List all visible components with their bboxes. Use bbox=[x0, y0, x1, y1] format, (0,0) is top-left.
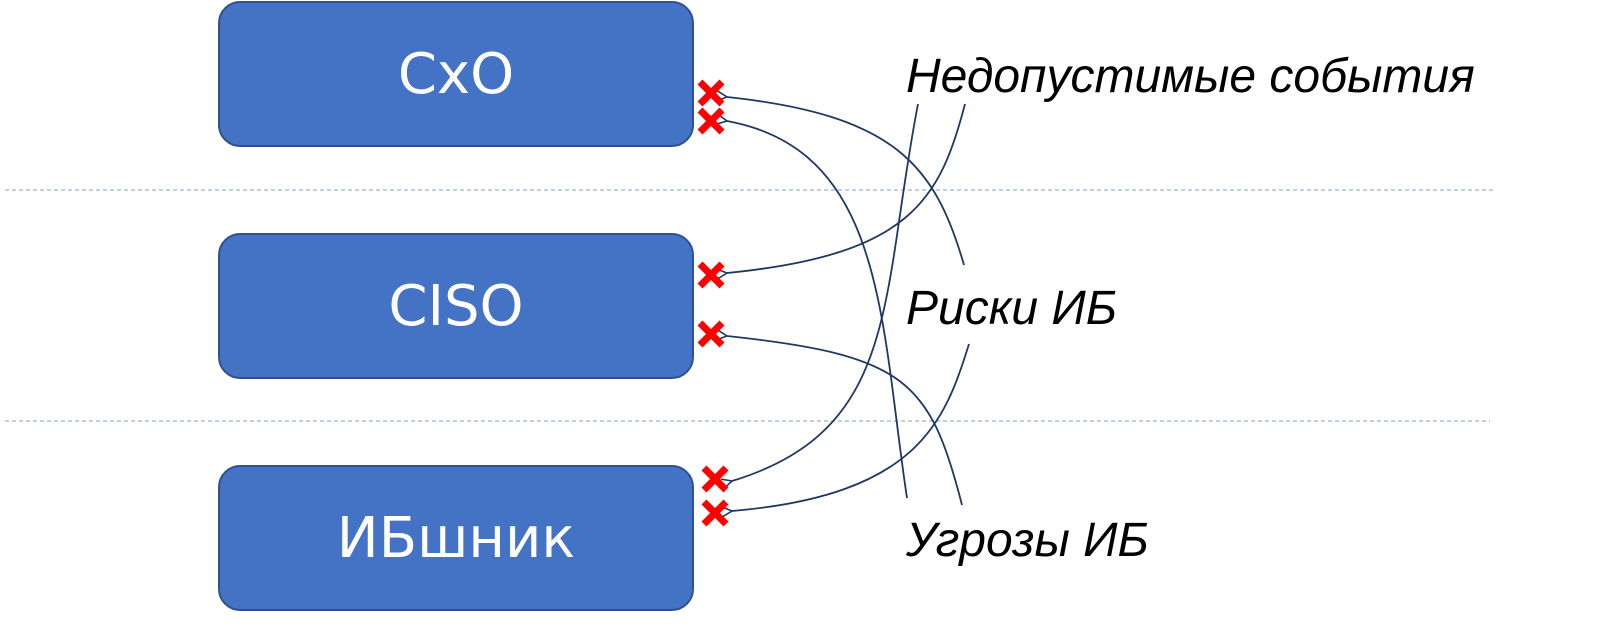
cross-icon bbox=[697, 107, 725, 135]
concept-label-unacceptable-events: Недопустимые события bbox=[906, 50, 1475, 103]
cross-icon bbox=[701, 499, 729, 527]
role-box-cxo: CxO bbox=[218, 1, 694, 147]
role-label-ciso: CISO bbox=[388, 273, 524, 339]
arrow-events-to-ciso bbox=[727, 103, 966, 273]
role-box-ib-specialist: ИБшник bbox=[218, 465, 694, 611]
arrow-risks-to-cxo bbox=[727, 97, 965, 266]
concept-label-risks: Риски ИБ bbox=[906, 282, 1117, 335]
cross-icon bbox=[701, 465, 729, 493]
arrow-threats-to-cxo bbox=[727, 121, 908, 499]
cross-icon bbox=[697, 320, 725, 348]
role-box-ciso: CISO bbox=[218, 233, 694, 379]
cross-icon bbox=[697, 261, 725, 289]
concept-label-threats: Угрозы ИБ bbox=[906, 514, 1149, 567]
arrow-threats-to-ciso bbox=[727, 336, 963, 506]
cross-icon bbox=[697, 79, 725, 107]
role-label-ib-specialist: ИБшник bbox=[336, 505, 576, 571]
role-label-cxo: CxO bbox=[397, 41, 515, 107]
arrow-events-to-ib bbox=[732, 103, 919, 481]
arrow-risks-to-ib bbox=[732, 343, 970, 511]
